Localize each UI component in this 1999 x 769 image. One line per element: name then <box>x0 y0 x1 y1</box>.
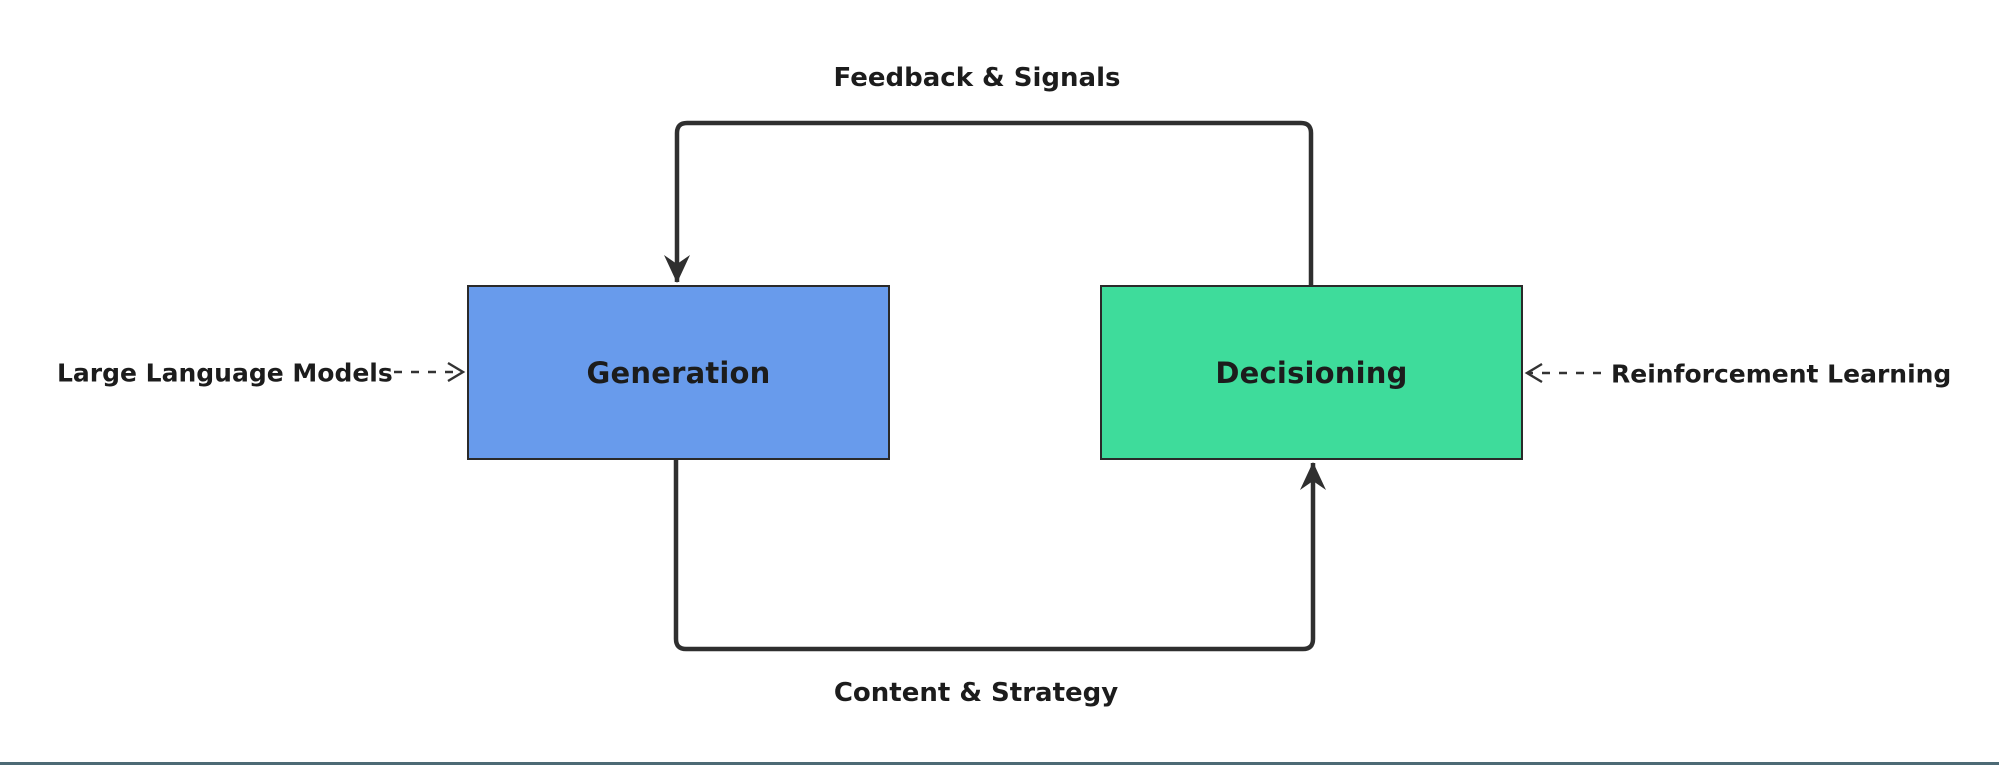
node-decisioning: Decisioning <box>1100 285 1523 460</box>
side-label-large-language-models: Large Language Models <box>57 358 393 388</box>
side-label-reinforcement-learning: Reinforcement Learning <box>1611 359 1952 389</box>
edge-label-content-strategy: Content & Strategy <box>833 678 1119 708</box>
node-decisioning-label: Decisioning <box>1215 355 1408 390</box>
edge-content-strategy <box>673 460 1326 652</box>
edge-label-feedback-signals: Feedback & Signals <box>833 63 1121 93</box>
node-generation-label: Generation <box>586 355 771 390</box>
edge-feedback-signals <box>664 120 1314 286</box>
bottom-divider-line <box>0 762 1999 765</box>
node-generation: Generation <box>467 285 890 460</box>
